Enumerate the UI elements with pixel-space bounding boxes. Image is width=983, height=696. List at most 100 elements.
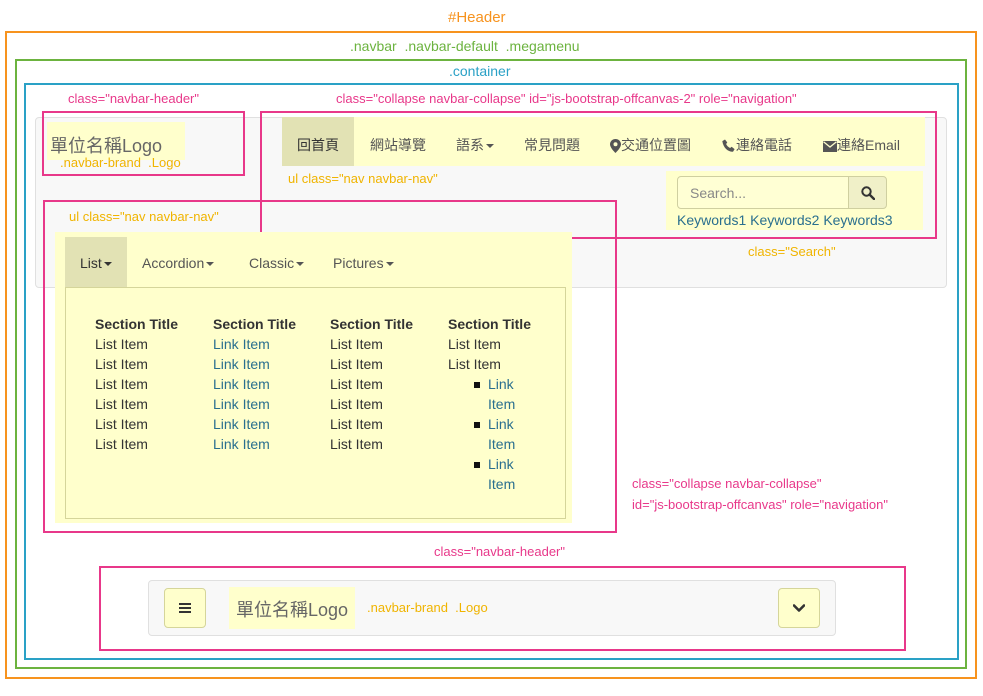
- chevron-down-icon: [486, 144, 494, 149]
- collapse-toggle-button[interactable]: [778, 588, 820, 628]
- list-item: List Item: [95, 336, 148, 352]
- mega-tab-accordion-label: Accordion: [142, 255, 205, 271]
- nav-language-label: 語系: [456, 137, 484, 153]
- mega-tab-pictures[interactable]: Pictures: [333, 255, 394, 271]
- bullet-link-wrap[interactable]: Item: [488, 476, 516, 492]
- megamenu-column-1: Section Title List Item List Item List I…: [95, 314, 178, 454]
- nav-map-label: 交通位置圖: [621, 137, 691, 153]
- bullet-icon: [474, 462, 480, 469]
- navbar-header-bottom-label: class="navbar-header": [434, 544, 565, 559]
- navbar-frame: [15, 59, 967, 669]
- collapse1-label-line1: class="collapse navbar-collapse": [632, 476, 822, 491]
- bullet-link-wrap[interactable]: Item: [488, 396, 516, 412]
- navbar-header-bottom-frame: [99, 566, 906, 651]
- list-item: List Item: [330, 436, 383, 452]
- search-class-label: class="Search": [748, 244, 836, 259]
- nav-sitemap[interactable]: 網站導覽: [370, 137, 426, 153]
- list-item: List Item: [448, 336, 501, 352]
- list-item: List Item: [330, 336, 383, 352]
- hamburger-icon: [179, 603, 191, 613]
- list-item: List Item: [330, 416, 383, 432]
- brand-note: .navbar-brand .Logo: [60, 155, 181, 170]
- keyword-link[interactable]: Keywords3: [823, 212, 893, 228]
- brand-logo[interactable]: 單位名稱Logo: [50, 136, 163, 156]
- bullet-link-text: Link: [488, 456, 514, 472]
- search-input[interactable]: Search...: [677, 176, 849, 209]
- bullet-link-wrap[interactable]: Item: [488, 436, 516, 452]
- envelope-icon: [823, 140, 837, 152]
- nav-email-label: 連絡Email: [837, 137, 901, 153]
- nav-home[interactable]: 回首頁: [297, 137, 339, 153]
- megamenu-column-4: Section Title List Item List Item Link I…: [448, 314, 531, 494]
- nav-phone[interactable]: 連絡電話: [722, 135, 792, 155]
- collapse2-frame: [260, 111, 937, 239]
- mega-tab-list-label: List: [80, 255, 102, 271]
- mega-tab-classic[interactable]: Classic: [249, 255, 305, 271]
- list-item: List Item: [330, 376, 383, 392]
- chevron-down-icon: [206, 262, 215, 267]
- link-item[interactable]: Link Item: [213, 396, 270, 412]
- nav-email[interactable]: 連絡Email: [823, 135, 900, 155]
- brand-highlight: [47, 122, 185, 160]
- mobile-brand-logo[interactable]: 單位名稱Logo: [236, 600, 349, 620]
- mega-tab-list[interactable]: List: [80, 255, 112, 271]
- top-nav-highlight: [282, 117, 925, 166]
- mega-tab-accordion[interactable]: Accordion: [142, 255, 215, 271]
- megamenu-column-2: Section Title Link Item Link Item Link I…: [213, 314, 296, 454]
- link-item[interactable]: Link Item: [213, 376, 270, 392]
- link-item[interactable]: Link Item: [213, 436, 270, 452]
- link-item[interactable]: Link Item: [213, 416, 270, 432]
- link-item[interactable]: Link Item: [213, 356, 270, 372]
- keyword-link[interactable]: Keywords2: [750, 212, 820, 228]
- chevron-down-icon: [385, 262, 394, 267]
- navbar-header-label: class="navbar-header": [68, 91, 199, 106]
- section-title: Section Title: [213, 316, 296, 332]
- search-icon: [861, 186, 875, 200]
- header-frame: [5, 31, 977, 679]
- section-title: Section Title: [448, 316, 531, 332]
- bullet-link-text: Link: [488, 376, 514, 392]
- list-item: List Item: [448, 356, 501, 372]
- nav-faq[interactable]: 常見問題: [524, 137, 580, 153]
- phone-icon: [722, 139, 735, 153]
- list-item: List Item: [95, 356, 148, 372]
- collapse1-frame: [43, 200, 617, 533]
- search-placeholder: Search...: [690, 185, 747, 201]
- container-label: .container: [449, 63, 511, 79]
- list-item: List Item: [330, 396, 383, 412]
- bullet-link-item[interactable]: Link: [474, 454, 531, 474]
- list-item: List Item: [95, 436, 148, 452]
- section-title: Section Title: [330, 316, 413, 332]
- navbar-header-frame: [42, 111, 245, 176]
- search-button[interactable]: [848, 176, 887, 209]
- mega-tab-pictures-label: Pictures: [333, 255, 384, 271]
- ul-nav-mega-label: ul class="nav navbar-nav": [69, 209, 219, 224]
- ul-nav-top-label: ul class="nav navbar-nav": [288, 171, 438, 186]
- section-title: Section Title: [95, 316, 178, 332]
- offcanvas-toggle-button[interactable]: [164, 588, 206, 628]
- megamenu-column-3: Section Title List Item List Item List I…: [330, 314, 413, 454]
- bullet-link-item[interactable]: Link: [474, 414, 531, 434]
- brand-note-bottom: .navbar-brand .Logo: [367, 600, 488, 615]
- collapse2-label: class="collapse navbar-collapse" id="js-…: [336, 91, 797, 106]
- container-frame: [24, 83, 959, 660]
- nav-map[interactable]: 交通位置圖: [610, 135, 691, 155]
- keyword-link[interactable]: Keywords1: [677, 212, 747, 228]
- search-keywords: Keywords1 Keywords2 Keywords3: [677, 212, 893, 228]
- bullet-icon: [474, 382, 480, 389]
- navbar-label: .navbar .navbar-default .megamenu: [350, 38, 580, 54]
- mega-nav-active-bg: [65, 237, 127, 288]
- mega-tab-classic-label: Classic: [249, 255, 295, 271]
- megamenu-dropdown: [65, 287, 566, 519]
- bullet-link-text: Link: [488, 416, 514, 432]
- link-item[interactable]: Link Item: [213, 336, 270, 352]
- mobile-brand-highlight: [229, 587, 355, 629]
- list-item: List Item: [330, 356, 383, 372]
- nav-language[interactable]: 語系: [456, 135, 494, 155]
- header-label: #Header: [448, 9, 506, 26]
- bullet-link-item[interactable]: Link: [474, 374, 531, 394]
- collapse1-label-line2: id="js-bootstrap-offcanvas" role="naviga…: [632, 497, 888, 512]
- chevron-down-icon: [103, 262, 112, 267]
- bullet-icon: [474, 422, 480, 429]
- chevron-down-icon: [296, 262, 305, 267]
